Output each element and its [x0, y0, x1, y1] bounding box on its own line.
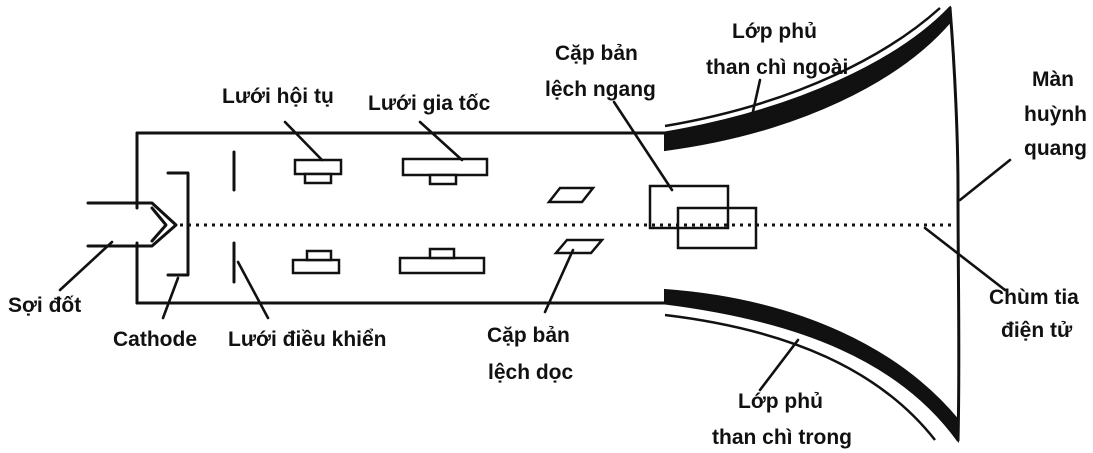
- label-outer-coating-line2: than chì ngoài: [706, 56, 848, 79]
- leader-focus-grid: [283, 120, 324, 162]
- tube-neck: [135, 131, 667, 305]
- inner-graphite-coating: [664, 288, 959, 444]
- label-vertical-plates-line2: lệch dọc: [488, 361, 574, 384]
- leader-control-grid: [236, 260, 270, 320]
- label-focus-grid: Lưới hội tụ: [222, 85, 334, 108]
- leader-cathode: [161, 276, 180, 320]
- leader-lines: [58, 78, 1012, 392]
- label-inner-coating-line1: Lớp phủ: [738, 390, 823, 413]
- outer-coating-white-stripe: [664, 7, 941, 128]
- label-screen-line1: Màn: [1032, 68, 1074, 91]
- label-inner-coating-line2: than chì trong: [712, 426, 852, 449]
- cathode-electrode: [166, 171, 190, 277]
- label-horizontal-plates-line1: Cặp bản: [555, 42, 638, 65]
- label-accel-grid: Lưới gia tốc: [368, 92, 491, 115]
- label-control-grid: Lưới điều khiển: [228, 328, 386, 351]
- filament: [86, 201, 178, 248]
- leader-horizontal-plates: [612, 100, 674, 192]
- leader-inner-coating: [758, 338, 800, 392]
- focus-grid: [291, 158, 343, 275]
- horizontal-deflection-plates: [648, 184, 758, 250]
- leader-screen: [958, 158, 1012, 202]
- label-vertical-plates-line1: Cặp bản: [487, 324, 570, 347]
- leader-outer-coating: [750, 78, 762, 118]
- label-horizontal-plates-line2: lệch ngang: [545, 78, 656, 101]
- label-outer-coating-line1: Lớp phủ: [732, 20, 817, 43]
- leader-filament: [58, 240, 114, 292]
- leader-beam: [923, 226, 1007, 292]
- inner-coating-white-stripe: [664, 313, 936, 441]
- label-beam-line2: điện tử: [1001, 319, 1073, 342]
- label-filament: Sợi đốt: [8, 294, 81, 317]
- label-cathode: Cathode: [113, 328, 197, 351]
- label-screen-line3: quang: [1024, 137, 1087, 160]
- vertical-deflection-plates: [546, 186, 605, 255]
- leader-vertical-plates: [543, 248, 575, 314]
- label-beam-line1: Chùm tia: [989, 286, 1079, 309]
- leader-accel-grid: [418, 120, 464, 162]
- label-screen-line2: huỳnh: [1024, 103, 1087, 126]
- outer-graphite-coating: [664, 5, 951, 152]
- acceleration-grid: [398, 157, 489, 275]
